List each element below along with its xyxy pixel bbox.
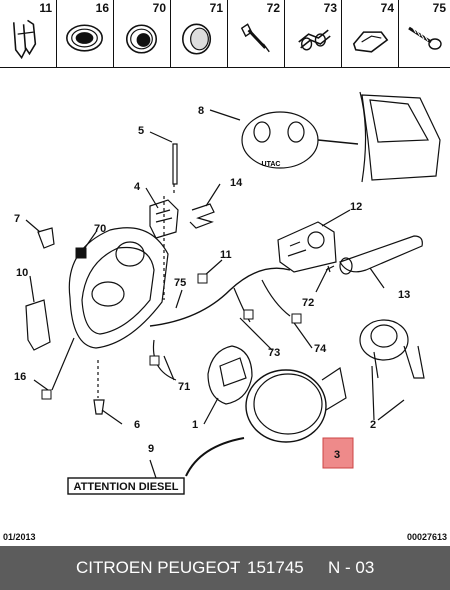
screw-6 — [93, 399, 105, 415]
fastener-square-11 — [197, 273, 208, 284]
fastener-square-70 — [75, 247, 87, 259]
footer-separator: - — [230, 558, 236, 577]
attention-label-box — [67, 477, 185, 495]
lock-barrel — [359, 319, 409, 361]
legend-number: 71 — [209, 1, 223, 15]
callout-12[interactable]: 12 — [350, 201, 362, 213]
drawing-code: 00027613 — [406, 532, 447, 542]
car-door-outline — [361, 94, 441, 181]
drain-bracket — [25, 299, 51, 351]
callout-9[interactable]: 9 — [148, 443, 154, 455]
callout-14[interactable]: 14 — [230, 177, 243, 189]
legend-number: 72 — [266, 1, 280, 15]
attention-label-text: ATTENTION DIESEL — [74, 481, 179, 493]
callout-4[interactable]: 4 — [134, 181, 141, 193]
legend-cell-73[interactable]: 73 — [285, 0, 342, 68]
rivet-icon — [240, 23, 270, 53]
callout-6[interactable]: 6 — [134, 419, 140, 431]
rod — [172, 143, 178, 185]
part-7 — [37, 227, 55, 249]
legend-cell-16[interactable]: 16 — [57, 0, 114, 68]
callout-75[interactable]: 75 — [174, 277, 186, 289]
release-cable — [149, 267, 291, 327]
screw-icon — [408, 26, 442, 50]
legend-cell-74[interactable]: 74 — [342, 0, 399, 68]
highlight-box — [322, 437, 354, 469]
pipe-clip-icon — [298, 29, 331, 51]
callout-72[interactable]: 72 — [302, 297, 314, 309]
drawing-date: 01/2013 — [3, 532, 36, 542]
fastener-square-74 — [291, 313, 302, 324]
footer-brand: CITROEN PEUGEOT — [76, 558, 241, 577]
callout-8[interactable]: 8 — [198, 105, 204, 117]
callout-10[interactable]: 10 — [16, 267, 28, 279]
fastener-square-71 — [149, 355, 160, 366]
callout-3[interactable]: 3 — [334, 449, 340, 461]
callout-74[interactable]: 74 — [314, 343, 327, 355]
footer-page: N - 03 — [328, 558, 375, 577]
clip-part-14 — [189, 203, 215, 229]
plug-icon — [182, 23, 212, 55]
legend-number: 73 — [323, 1, 337, 15]
callout-11[interactable]: 11 — [220, 249, 232, 261]
utac-text: UTAC — [262, 161, 281, 168]
clip-icon — [12, 19, 37, 60]
fuel-flap — [245, 369, 327, 443]
release-lever — [339, 235, 423, 273]
callout-16[interactable]: 16 — [14, 371, 26, 383]
callout-1[interactable]: 1 — [192, 419, 198, 431]
fastener-square-16 — [41, 389, 52, 400]
legend-number: 75 — [432, 1, 446, 15]
callout-5[interactable]: 5 — [138, 125, 144, 137]
fastener-square-73 — [243, 309, 254, 320]
clip-part-4 — [149, 199, 179, 239]
exploded-parts-diagram: ATTENTION DIESEL UTAC 8 5 14 4 12 7 70 1… — [14, 91, 441, 495]
legend-cell-11[interactable]: 11 — [0, 0, 57, 68]
footer-bar: CITROEN PEUGEOT - 151745 N - 03 — [0, 546, 450, 590]
utac-label — [241, 111, 319, 169]
callout-73[interactable]: 73 — [268, 347, 280, 359]
lock-assembly — [277, 221, 337, 273]
legend-cell-72[interactable]: 72 — [228, 0, 285, 68]
fastener-legend: 11 16 70 71 72 — [0, 0, 450, 70]
callout-7[interactable]: 7 — [14, 213, 20, 225]
footer-part-number: 151745 — [247, 558, 304, 577]
callout-71[interactable]: 71 — [178, 381, 190, 393]
callout-2[interactable]: 2 — [370, 419, 376, 431]
callout-70[interactable]: 70 — [94, 223, 106, 235]
callout-13[interactable]: 13 — [398, 289, 410, 301]
legend-number: 16 — [95, 1, 109, 15]
round-grommet-icon — [125, 24, 158, 54]
legend-cell-71[interactable]: 71 — [171, 0, 228, 68]
legend-number: 11 — [39, 1, 52, 15]
legend-cell-75[interactable]: 75 — [399, 0, 450, 68]
grommet-icon — [66, 24, 103, 52]
legend-number: 70 — [152, 1, 166, 15]
spring-clip-icon — [352, 31, 389, 53]
legend-cell-70[interactable]: 70 — [114, 0, 171, 68]
legend-number: 74 — [380, 1, 394, 15]
